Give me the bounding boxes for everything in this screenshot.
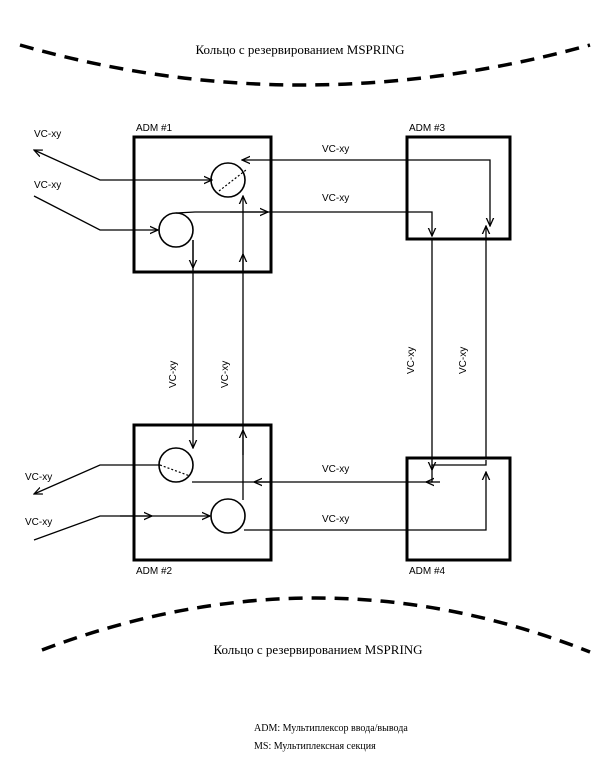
link-adm1-to-adm3 <box>175 211 432 236</box>
adm2-drop-line <box>34 464 160 494</box>
link-adm2-to-adm4 <box>244 472 486 531</box>
legend-adm: ADM: Мультиплексор ввода/вывода <box>254 723 408 734</box>
signal-label-link24-top: VC-xy <box>322 464 349 475</box>
adm1-box <box>132 135 273 274</box>
signal-label-in1-top: VC-xy <box>34 129 61 140</box>
signal-label-in2-top: VC-xy <box>25 472 52 483</box>
signal-label-link12-left: VC-xy <box>168 361 179 388</box>
link-adm3-to-adm1 <box>242 160 490 226</box>
signal-label-in1-bottom: VC-xy <box>34 180 61 191</box>
adm2-box <box>132 423 273 562</box>
signal-label-link24-bottom: VC-xy <box>322 514 349 525</box>
signal-label-link34-right: VC-xy <box>458 347 469 374</box>
ring-arc-top <box>19 43 591 87</box>
adm4-box <box>405 456 512 562</box>
ring-bottom-label: Кольцо с резервированием MSPRING <box>213 642 422 657</box>
signal-label-link13-bottom: VC-xy <box>322 193 349 204</box>
adm2-switch-upper <box>158 447 194 483</box>
adm1-drop-line <box>34 150 212 180</box>
adm1-add-line <box>33 195 158 230</box>
ring-top-label: Кольцо с резервированием MSPRING <box>195 42 404 57</box>
adm3-label: ADM #3 <box>409 123 446 134</box>
ring-arc-bottom <box>41 596 591 654</box>
signal-label-link12-right: VC-xy <box>220 361 231 388</box>
adm2-label: ADM #2 <box>136 566 173 577</box>
signal-label-link13-top: VC-xy <box>322 144 349 155</box>
signal-label-link34-left: VC-xy <box>406 347 417 374</box>
adm3-box <box>405 135 512 241</box>
adm1-label: ADM #1 <box>136 123 173 134</box>
link-adm4-to-adm2 <box>192 460 487 483</box>
signal-label-in2-bottom: VC-xy <box>25 517 52 528</box>
adm1-switch-lower <box>158 212 194 248</box>
adm2-switch-lower <box>210 498 246 534</box>
adm2-switch-upper-dashed <box>159 464 191 477</box>
adm2-add-line <box>33 516 210 541</box>
legend-ms: MS: Мультиплексная секция <box>254 741 376 752</box>
adm1-switch-upper <box>210 162 246 198</box>
adm4-label: ADM #4 <box>409 566 446 577</box>
